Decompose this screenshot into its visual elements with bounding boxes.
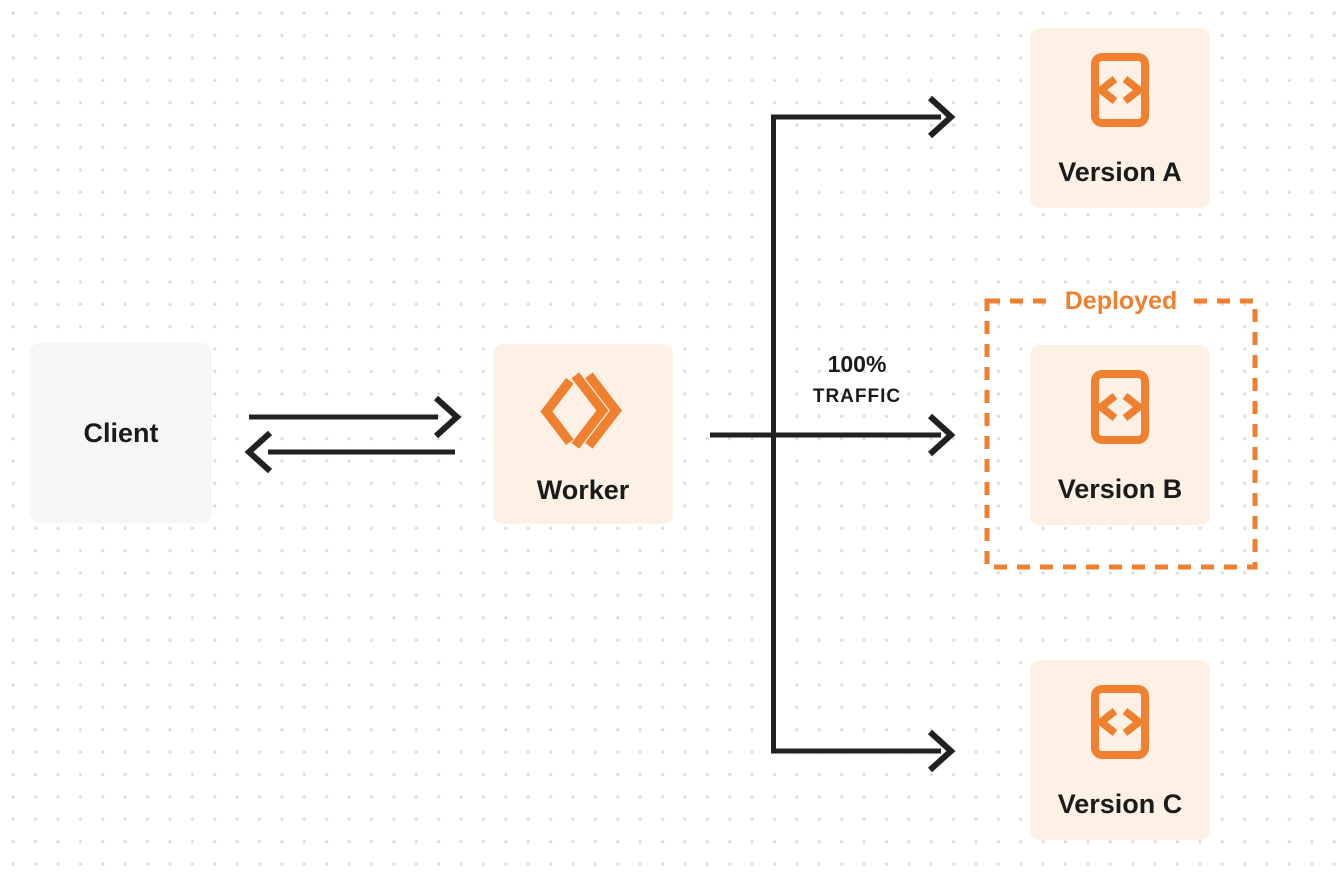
node-version-a: Version A <box>1030 28 1210 208</box>
version-a-label: Version A <box>1058 157 1182 187</box>
client-label: Client <box>83 418 159 448</box>
arrowhead-to-client <box>244 430 273 474</box>
arrowhead-to-version-c <box>927 729 956 773</box>
node-version-b: Version B <box>1030 345 1210 525</box>
node-client: Client <box>30 343 212 523</box>
code-file-icon <box>1091 685 1149 759</box>
node-version-c: Version C <box>1030 660 1210 840</box>
deployed-label: Deployed <box>1052 287 1190 315</box>
deployed-label-wrap: Deployed <box>987 287 1255 315</box>
worker-label: Worker <box>536 475 630 505</box>
edge-branches <box>771 114 941 754</box>
version-c-label: Version C <box>1057 789 1183 819</box>
code-file-icon <box>1091 370 1149 444</box>
cloudflare-workers-logo-icon <box>540 372 622 449</box>
traffic-label: 100% TRAFFIC <box>779 351 935 408</box>
arrowhead-to-worker <box>433 395 462 439</box>
arrowhead-to-version-a <box>927 95 956 139</box>
traffic-word: TRAFFIC <box>812 386 902 407</box>
code-file-icon <box>1091 53 1149 127</box>
node-worker: Worker <box>493 344 673 524</box>
traffic-percentage: 100% <box>827 351 887 377</box>
arrowhead-to-version-b <box>927 413 956 457</box>
version-b-label: Version B <box>1057 474 1183 504</box>
